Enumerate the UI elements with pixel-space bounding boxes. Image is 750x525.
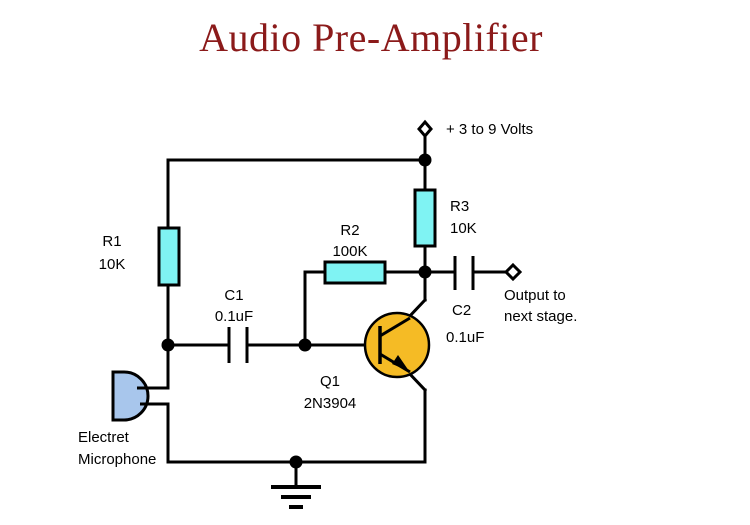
junction-collector <box>418 265 432 279</box>
supply-label: + 3 to 9 Volts <box>446 121 533 138</box>
resistor-r1-body <box>157 226 181 287</box>
ground-symbol <box>271 485 321 509</box>
output-label-line1: Output to <box>504 287 566 304</box>
output-label-line2: next stage. <box>504 308 577 325</box>
microphone-label-line2: Microphone <box>78 451 156 468</box>
capacitor-c1-ref: C1 <box>224 287 243 304</box>
capacitor-c2-plates <box>453 256 475 290</box>
capacitor-c2-ref: C2 <box>452 302 471 319</box>
junction-base <box>298 338 312 352</box>
page-title: Audio Pre-Amplifier <box>199 15 543 60</box>
junction-mic-input <box>161 338 175 352</box>
transistor-q1-value: 2N3904 <box>304 395 357 412</box>
capacitor-c1-value: 0.1uF <box>215 308 253 325</box>
microphone-label-line1: Electret <box>78 429 130 446</box>
transistor-q1 <box>363 311 431 379</box>
capacitor-c2-value: 0.1uF <box>446 329 484 346</box>
resistor-r3-body <box>413 188 437 248</box>
output-terminal-icon <box>503 262 523 282</box>
junction-dots <box>161 153 432 469</box>
junction-ground <box>289 455 303 469</box>
resistor-r1-value: 10K <box>99 256 126 273</box>
resistor-r3-ref: R3 <box>450 198 469 215</box>
resistor-r2-value: 100K <box>332 243 367 260</box>
resistor-r1-ref: R1 <box>102 233 121 250</box>
resistor-r3-value: 10K <box>450 220 477 237</box>
transistor-q1-collector-slant <box>379 316 411 338</box>
junction-vplus <box>418 153 432 167</box>
transistor-q1-envelope <box>363 311 431 379</box>
transistor-q1-ref: Q1 <box>320 373 340 390</box>
supply-terminal-icon <box>417 119 433 139</box>
supply-terminal <box>417 119 433 139</box>
resistor-r2-ref: R2 <box>340 222 359 239</box>
wire-network <box>150 128 510 489</box>
transistor-q1-emitter-arrow <box>392 355 409 371</box>
resistor-r2-body <box>323 260 387 285</box>
microphone-body <box>111 370 150 422</box>
capacitor-c1-plates <box>227 327 249 363</box>
